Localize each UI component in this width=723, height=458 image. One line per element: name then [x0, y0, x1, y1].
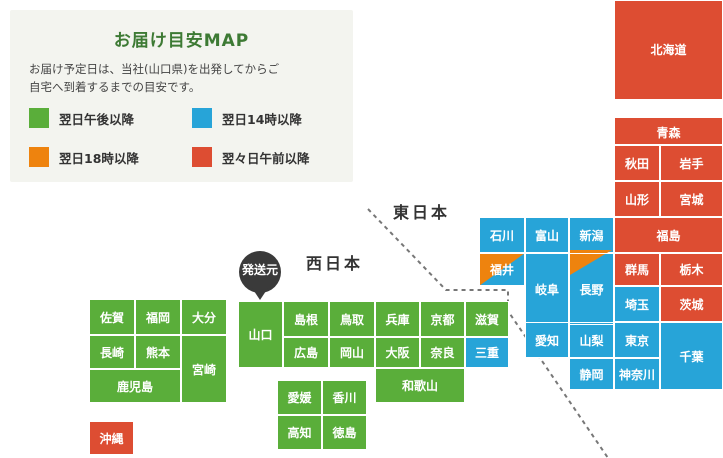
prefecture-mie: 三重: [465, 337, 509, 368]
prefecture-kanagawa: 神奈川: [614, 358, 660, 390]
prefecture-tottori: 鳥取: [329, 301, 375, 337]
legend-swatch-red: [192, 147, 212, 167]
origin-pin-icon: [239, 251, 281, 300]
origin-label: 発送元: [241, 263, 278, 277]
prefecture-gifu: 岐阜: [525, 253, 569, 325]
prefecture-hyogo: 兵庫: [375, 301, 420, 337]
legend-label: 翌日午後以降: [59, 111, 135, 127]
legend-swatch-green: [29, 108, 49, 128]
east-japan-label: 東日本: [393, 203, 451, 222]
prefecture-ibaraki: 茨城: [660, 286, 723, 322]
prefecture-fukuoka: 福岡: [135, 299, 181, 335]
prefecture-yamaguchi: 山口: [238, 301, 283, 368]
prefecture-nagasaki: 長崎: [89, 335, 135, 369]
prefecture-tochigi: 栃木: [660, 253, 723, 286]
prefecture-ehime: 愛媛: [277, 380, 322, 415]
prefecture-miyagi: 宮城: [660, 181, 723, 217]
legend-item-afternoon: 翌日午後以降: [29, 108, 134, 128]
prefecture-tokushima: 徳島: [322, 415, 367, 450]
prefecture-hiroshima: 広島: [283, 337, 329, 368]
prefecture-kochi: 高知: [277, 415, 322, 450]
prefecture-tokyo: 東京: [614, 322, 660, 358]
prefecture-saitama: 埼玉: [614, 286, 660, 322]
prefecture-saga: 佐賀: [89, 299, 135, 335]
legend-label: 翌々日午前以降: [222, 150, 310, 166]
legend-description-line: お届け予定日は、当社(山口県)を出発してからご: [29, 62, 280, 76]
prefecture-miyazaki: 宮崎: [181, 335, 227, 403]
prefecture-iwate: 岩手: [660, 145, 723, 181]
legend-swatch-blue: [192, 108, 212, 128]
prefecture-niigata: 新潟: [569, 217, 614, 253]
prefecture-kagoshima: 鹿児島: [89, 369, 181, 403]
prefecture-gunma: 群馬: [614, 253, 660, 286]
legend-label: 翌日14時以降: [222, 111, 302, 127]
prefecture-ishikawa: 石川: [479, 217, 525, 253]
legend-panel: お届け目安MAP お届け予定日は、当社(山口県)を出発してからご 自宅へ到着する…: [10, 10, 353, 182]
prefecture-fukushima: 福島: [614, 217, 723, 253]
prefecture-nara: 奈良: [420, 337, 465, 368]
prefecture-toyama: 富山: [525, 217, 569, 253]
prefecture-wakayama: 和歌山: [375, 368, 465, 403]
prefecture-osaka: 大阪: [375, 337, 420, 368]
prefecture-aomori: 青森: [614, 117, 723, 145]
prefecture-akita: 秋田: [614, 145, 660, 181]
prefecture-shizuoka: 静岡: [569, 358, 614, 390]
legend-item-14pm: 翌日14時以降: [192, 108, 302, 128]
prefecture-chiba: 千葉: [660, 322, 723, 390]
prefecture-fukui: 福井: [479, 253, 525, 286]
legend-title: お届け目安MAP: [113, 31, 250, 51]
prefecture-yamagata: 山形: [614, 181, 660, 217]
west-japan-label: 西日本: [306, 254, 364, 273]
prefecture-nagano: 長野: [569, 253, 614, 325]
legend-description-line: 自宅へ到着するまでの目安です。: [29, 80, 201, 94]
legend-description: お届け予定日は、当社(山口県)を出発してからご 自宅へ到着するまでの目安です。: [29, 60, 349, 96]
prefecture-okinawa: 沖縄: [89, 421, 134, 455]
prefecture-okayama: 岡山: [329, 337, 375, 368]
legend-swatch-orange: [29, 147, 49, 167]
prefecture-shiga: 滋賀: [465, 301, 509, 337]
legend-item-18pm: 翌日18時以降: [29, 147, 139, 167]
prefecture-aichi: 愛知: [525, 322, 569, 358]
prefecture-oita: 大分: [181, 299, 227, 335]
prefecture-kumamoto: 熊本: [135, 335, 181, 369]
legend-label: 翌日18時以降: [59, 150, 139, 166]
prefecture-kyoto: 京都: [420, 301, 465, 337]
prefecture-yamanashi: 山梨: [569, 322, 614, 358]
prefecture-hokkaido: 北海道: [614, 0, 723, 100]
prefecture-kagawa: 香川: [322, 380, 367, 415]
legend-item-dayafter: 翌々日午前以降: [192, 147, 310, 167]
prefecture-shimane: 島根: [283, 301, 329, 337]
